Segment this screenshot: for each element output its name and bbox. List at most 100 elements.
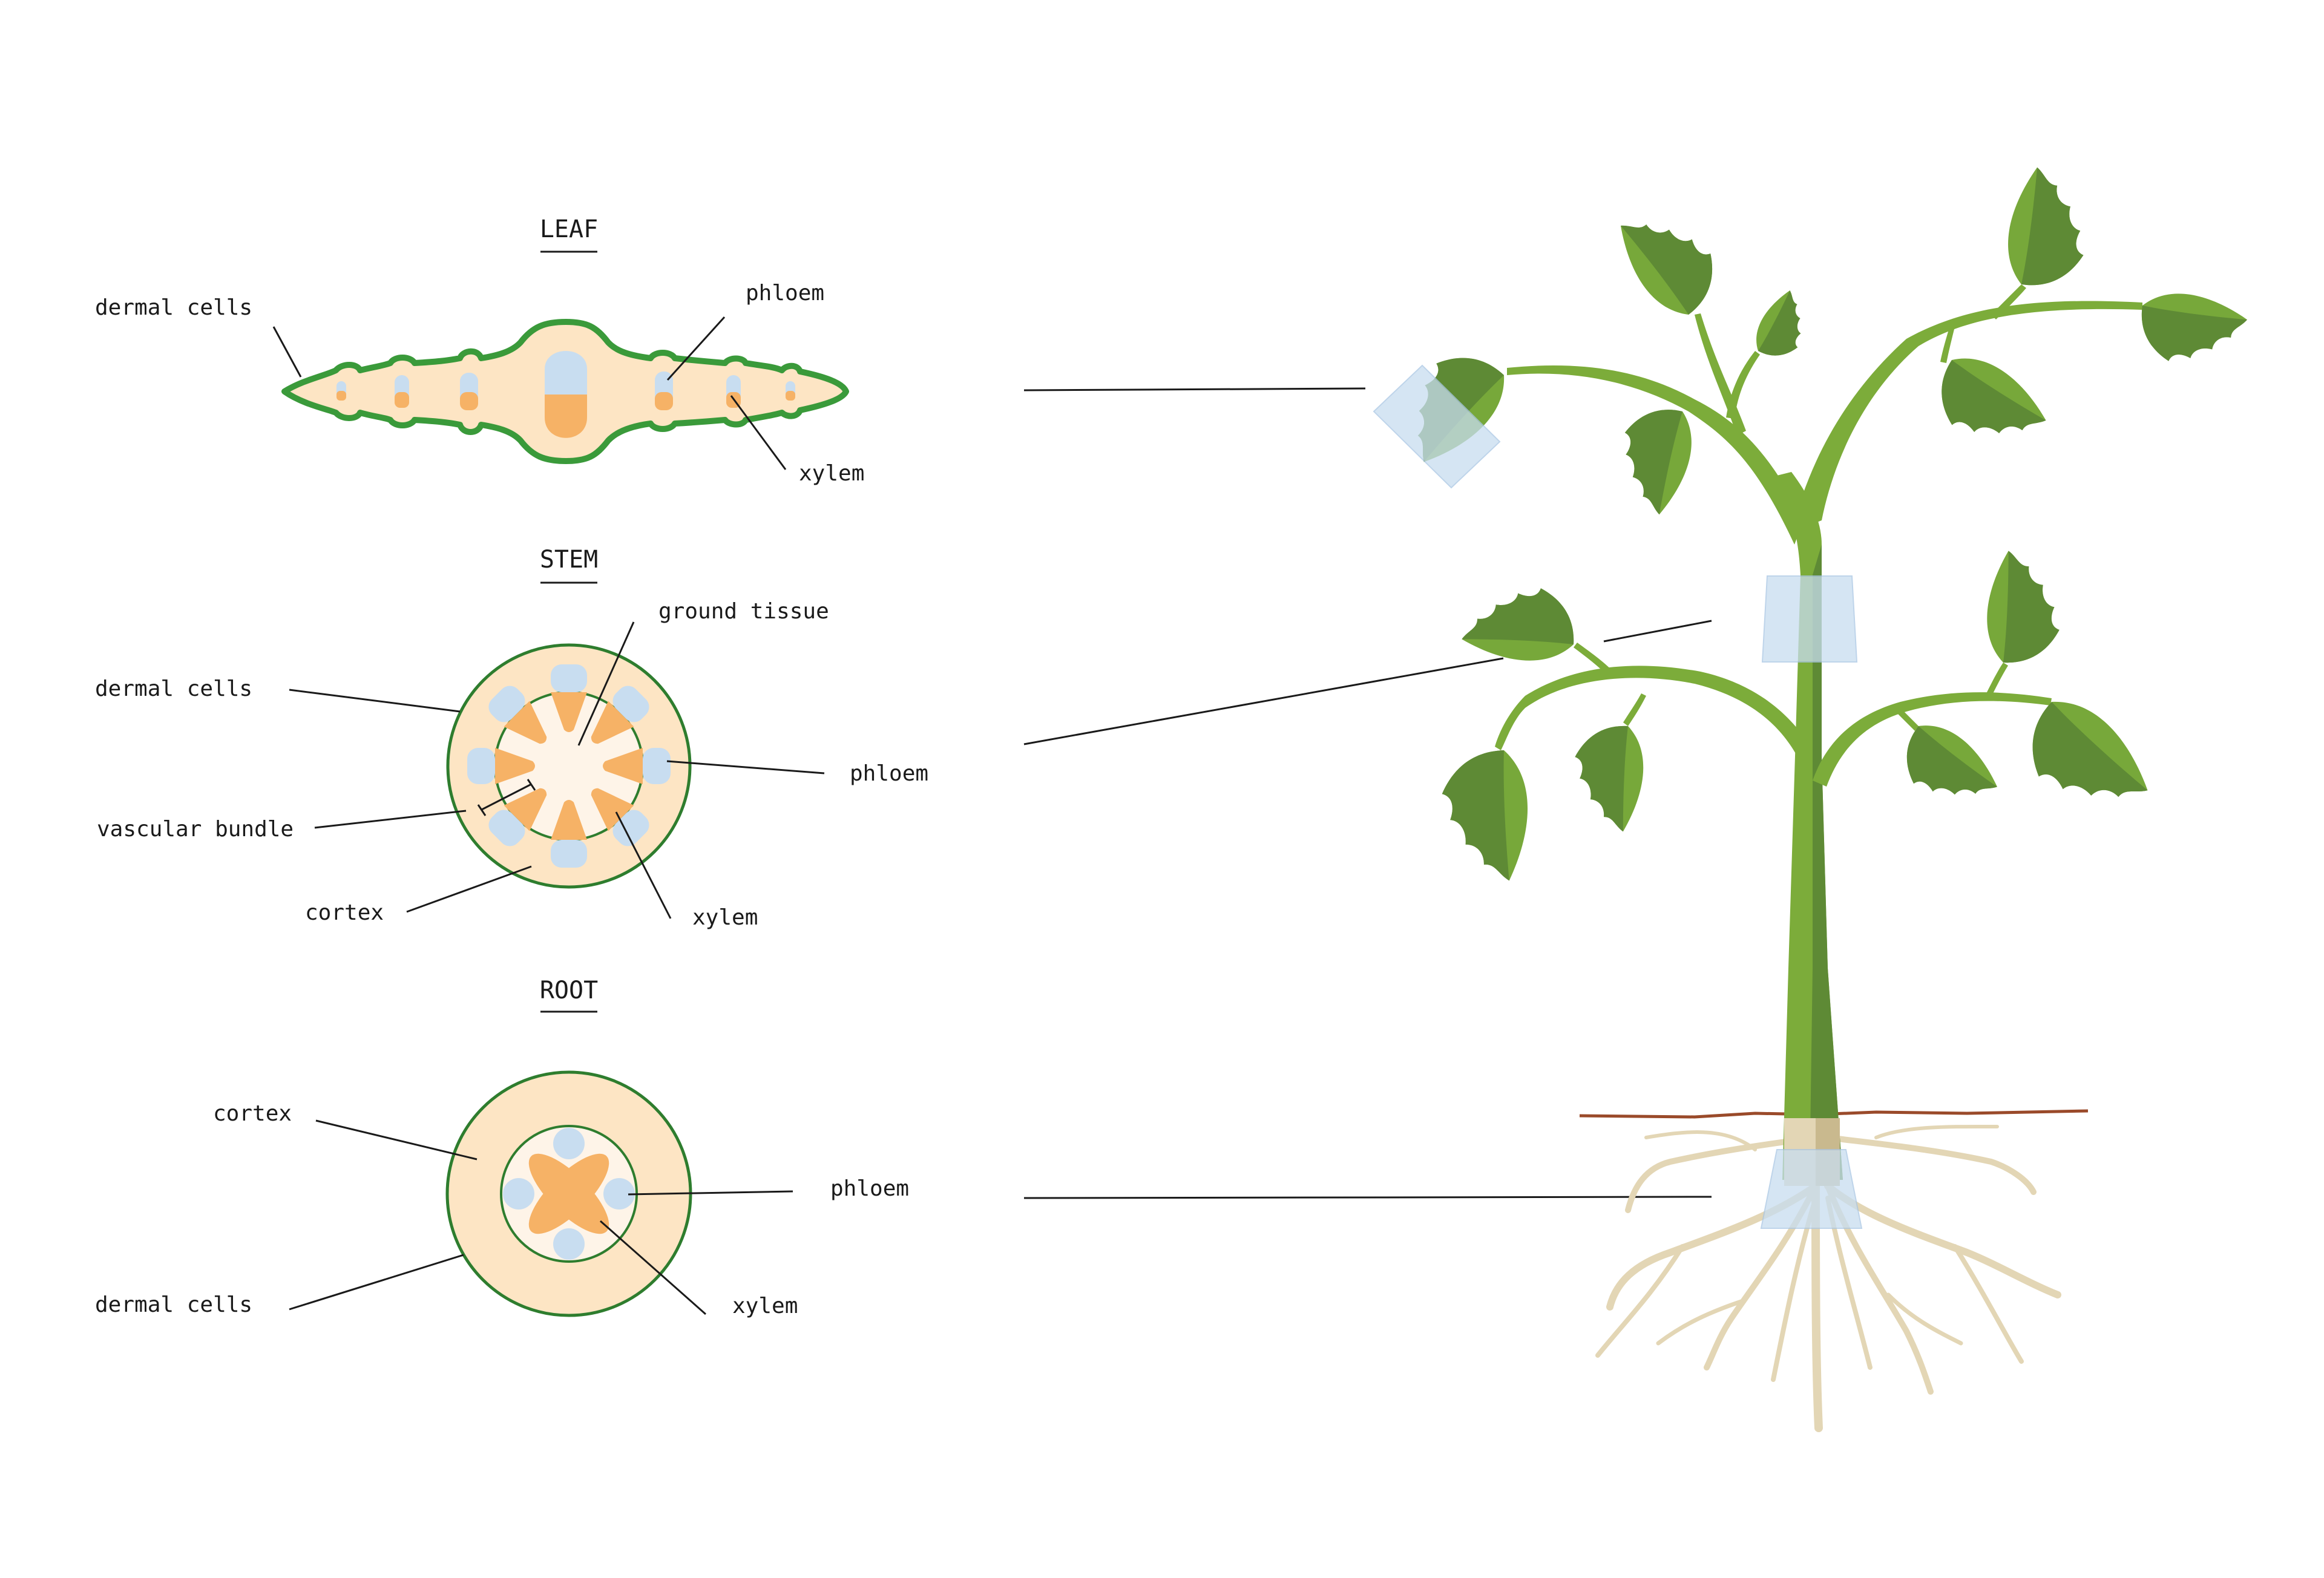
- plant-twig: [1985, 663, 2008, 699]
- leaf-leader-phloem: [666, 316, 726, 381]
- stem-label-vascular-bundle: vascular bundle: [97, 817, 294, 842]
- leaf-section: LEAF dermal cells phloem xylem: [95, 215, 864, 486]
- root-leader-dermal: [289, 1254, 464, 1311]
- plant-twig: [1991, 284, 2026, 319]
- root-title: ROOT: [540, 977, 598, 1004]
- plant-leaf: [1889, 707, 1998, 822]
- stem-phloem: [643, 748, 671, 784]
- stem-xylem: [591, 701, 634, 744]
- root-label-dermal-cells: dermal cells: [95, 1292, 252, 1317]
- stem-leader-dermal: [289, 689, 461, 713]
- stem-leader-ground: [577, 621, 635, 746]
- leaf-bundle: [786, 391, 795, 401]
- stem-xylem: [504, 788, 547, 831]
- root-phloem: [553, 1228, 585, 1260]
- root-leader-phloem: [628, 1190, 793, 1196]
- connector-leaf: [1023, 387, 1366, 391]
- stem-phloem-bundles: [467, 664, 671, 868]
- stem-phloem: [488, 810, 525, 846]
- leaf-phloem-central: [545, 351, 587, 394]
- leaf-bundle: [395, 392, 409, 408]
- root-section-marker: [1760, 1149, 1863, 1229]
- stem-vascular-bracket: [481, 783, 532, 811]
- stem-xylem: [495, 748, 535, 784]
- stem-xylem: [504, 701, 547, 744]
- stem-title: STEM: [540, 546, 598, 574]
- root-label-xylem: xylem: [732, 1294, 798, 1318]
- plant-branch-upper-left: [1507, 365, 1804, 545]
- leaf-label-phloem: phloem: [746, 281, 824, 306]
- stem-xylem: [551, 800, 587, 840]
- stem-phloem: [612, 810, 649, 846]
- root-phloem: [553, 1128, 585, 1159]
- section-markers: [1373, 364, 1863, 1229]
- stem-leader-cortex: [406, 865, 532, 913]
- root-phloem: [503, 1178, 534, 1210]
- root-phloem: [603, 1178, 635, 1210]
- stem-label-dermal-cells: dermal cells: [95, 676, 252, 701]
- plant-leaf: [1461, 567, 1589, 684]
- leaf-label-xylem: xylem: [799, 461, 864, 486]
- plant-leaf: [1981, 166, 2110, 304]
- connector-root: [1023, 1196, 1712, 1199]
- plant-illustration: [1373, 166, 2248, 1432]
- stem-phloem: [551, 840, 587, 868]
- leaf-leader-dermal: [272, 326, 302, 378]
- leaf-section-marker: [1373, 364, 1501, 489]
- root-label-cortex: cortex: [213, 1101, 292, 1126]
- stem-phloem: [488, 686, 525, 722]
- leaf-label-dermal-cells: dermal cells: [95, 295, 252, 320]
- stem-label-cortex: cortex: [305, 900, 384, 925]
- stem-phloem: [612, 686, 649, 722]
- stem-label-phloem: phloem: [850, 761, 928, 786]
- leaf-leader-xylem: [730, 395, 787, 470]
- stem-phloem: [467, 748, 495, 784]
- stem-leader-xylem: [615, 811, 672, 919]
- root-xylem: [528, 1153, 609, 1234]
- plant-stem-shade: [1810, 545, 1843, 1180]
- root-phloem-bundles: [503, 1128, 635, 1260]
- plant-leaf: [1921, 335, 2047, 467]
- plant-leaf: [2125, 270, 2248, 385]
- stem-section: STEM ground tissue: [95, 546, 928, 930]
- plant-twig: [1726, 351, 1760, 419]
- plant-leaf: [1555, 711, 1666, 832]
- plant-leaf: [1620, 205, 1725, 326]
- leaf-xylem-central: [545, 394, 587, 438]
- stem-phloem: [551, 664, 587, 692]
- stem-leader-phloem: [666, 760, 825, 774]
- plant-twig: [1940, 326, 1955, 363]
- plant-leaf: [1422, 735, 1552, 882]
- connector-stem: [1023, 657, 1504, 745]
- leaf-midrib-bundle: [545, 351, 587, 438]
- leaf-bundle: [336, 391, 346, 401]
- stem-xylem: [591, 788, 634, 831]
- stem-xylem-bundles: [495, 692, 643, 840]
- stem-xylem: [603, 748, 643, 784]
- plant-leaf: [1964, 550, 2081, 678]
- stem-label-xylem: xylem: [692, 905, 758, 930]
- plant-branch-lower-left: [1495, 666, 1813, 762]
- plant-twig: [1623, 693, 1646, 726]
- root-section: ROOT cortex phloem dermal cells xylem: [95, 977, 909, 1318]
- plant-twig: [1897, 708, 1919, 731]
- root-leader-cortex: [315, 1119, 478, 1161]
- plant-branch-lower-right: [1813, 692, 2052, 787]
- plant-roots: [1595, 1124, 2061, 1432]
- stem-label-ground-tissue: ground tissue: [658, 599, 829, 624]
- section-connectors: [1023, 387, 1712, 1199]
- leaf-title: LEAF: [540, 215, 598, 243]
- leaf-bundle: [655, 392, 673, 410]
- stem-leader-vascular: [314, 810, 467, 829]
- stem-vascular-bracket-end: [477, 804, 487, 816]
- stem-xylem: [551, 692, 587, 732]
- stem-vascular-bracket-end: [527, 779, 536, 791]
- connector-stem-2: [1603, 620, 1712, 643]
- stem-section-marker: [1761, 575, 1858, 663]
- root-label-phloem: phloem: [830, 1176, 909, 1201]
- root-xylem-cross: [528, 1153, 609, 1234]
- leaf-bundle: [460, 392, 478, 410]
- root-leader-xylem: [600, 1220, 706, 1315]
